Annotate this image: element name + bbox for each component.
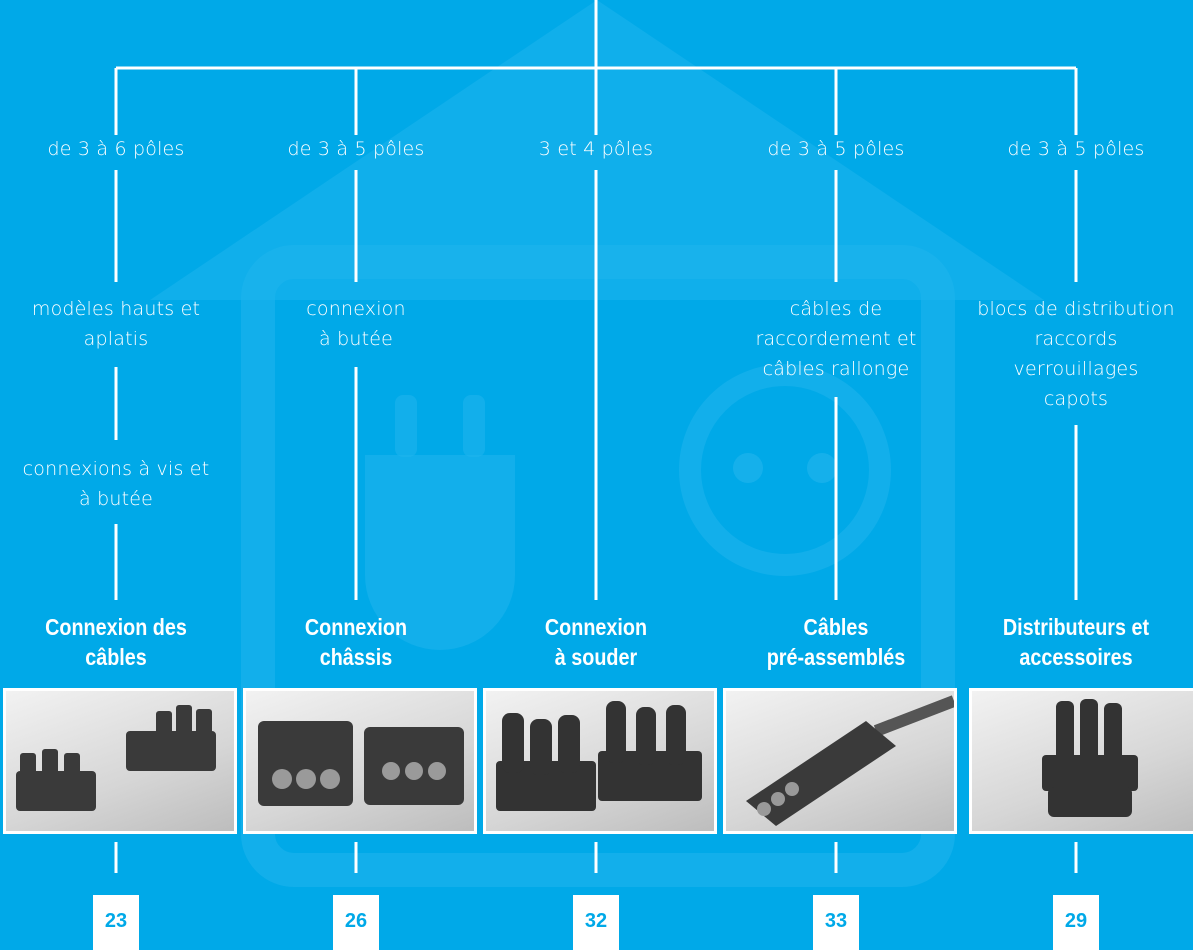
category-title: Câbles pré-assemblés	[766, 614, 906, 670]
column-chassis-connection: de 3 à 5 pôles connexion à butée Connexi…	[238, 0, 477, 950]
page-number-badge[interactable]: 32	[573, 895, 619, 950]
cable-connector-photo[interactable]	[3, 688, 237, 834]
detail-label: connexion à butée	[306, 298, 406, 350]
poles-label: de 3 à 6 pôles	[47, 138, 185, 160]
detail-label: blocs de distribution raccords verrouill…	[977, 298, 1175, 410]
chassis-connector-photo[interactable]	[243, 688, 477, 834]
solder-connector-photo[interactable]	[483, 688, 717, 834]
category-title: Distributeurs et accessoires	[1002, 614, 1150, 670]
page-number-badge[interactable]: 26	[333, 895, 379, 950]
poles-label: de 3 à 5 pôles	[767, 138, 905, 160]
page-number-badge[interactable]: 33	[813, 895, 859, 950]
poles-label: de 3 à 5 pôles	[287, 138, 425, 160]
preassembled-cable-photo[interactable]	[723, 688, 957, 834]
column-preassembled-cables: de 3 à 5 pôles câbles de raccordement et…	[718, 0, 957, 950]
column-cable-connection: de 3 à 6 pôles modèles hauts et aplatis …	[0, 0, 237, 950]
category-title: Connexion à souder	[544, 614, 648, 670]
column-solder-connection: 3 et 4 pôles Connexion à souder 32	[478, 0, 717, 950]
page-number-badge[interactable]: 29	[1053, 895, 1099, 950]
distributor-photo[interactable]	[969, 688, 1193, 834]
column-distributors-accessories: de 3 à 5 pôles blocs de distribution rac…	[958, 0, 1193, 950]
detail-label-2: connexions à vis et à butée	[22, 458, 210, 510]
poles-label: de 3 à 5 pôles	[1007, 138, 1145, 160]
category-title: Connexion des câbles	[45, 614, 187, 670]
page-number-badge[interactable]: 23	[93, 895, 139, 950]
category-title: Connexion châssis	[304, 614, 408, 670]
detail-label: câbles de raccordement et câbles rallong…	[755, 298, 917, 380]
detail-label: modèles hauts et aplatis	[31, 298, 201, 350]
poles-label: 3 et 4 pôles	[538, 138, 654, 160]
